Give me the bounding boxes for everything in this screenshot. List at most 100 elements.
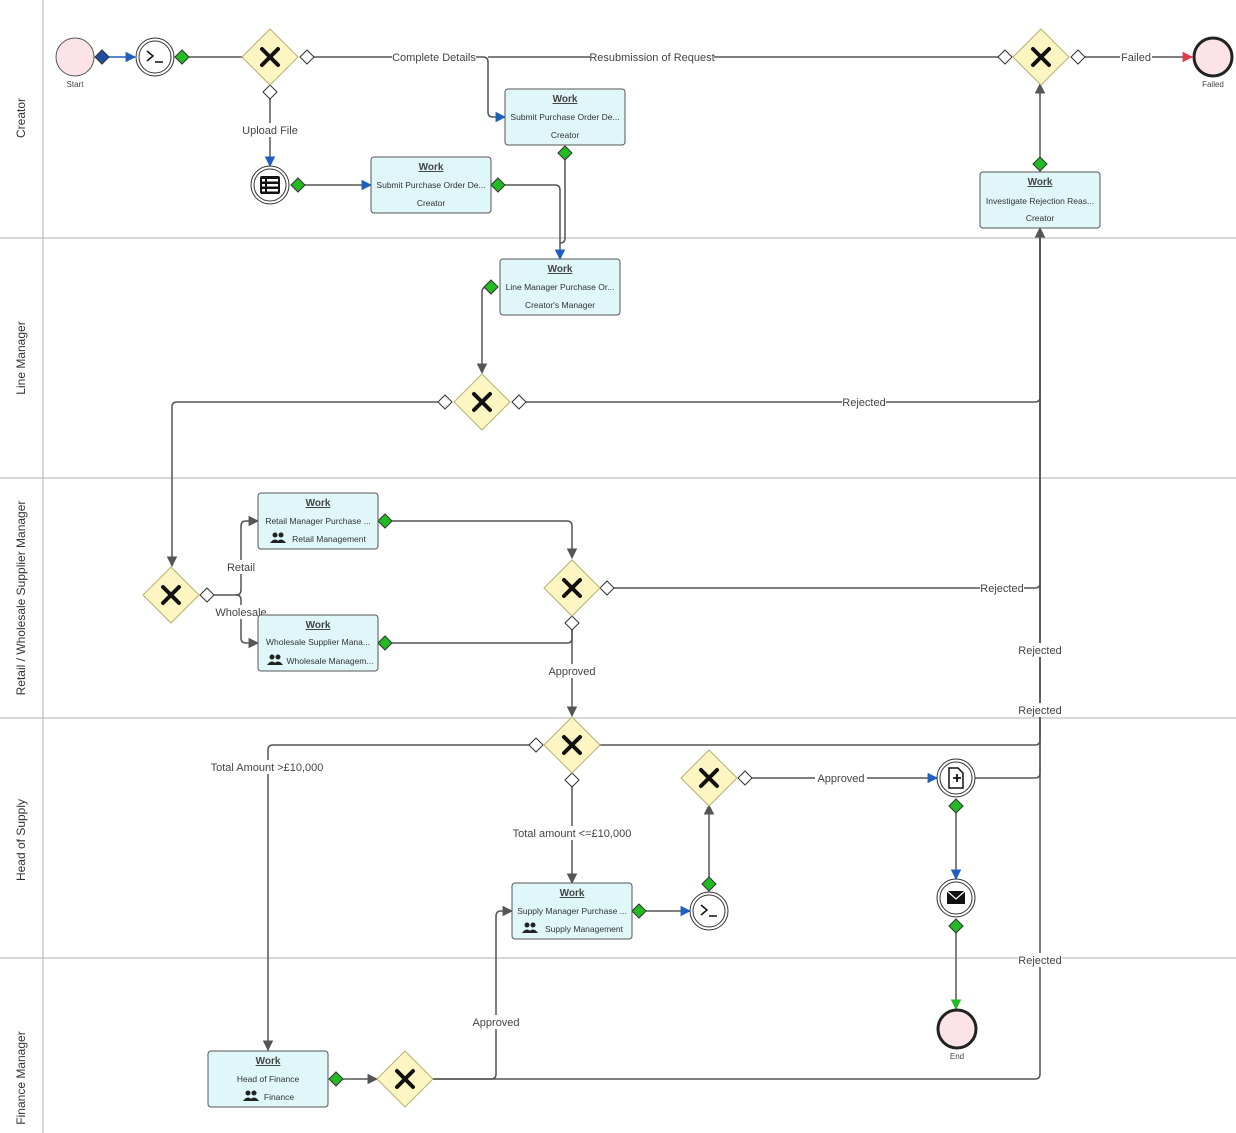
flow-finance-approved[interactable] bbox=[432, 905, 514, 1080]
events: Start Failed End bbox=[55, 36, 1234, 1061]
flow-total-gt[interactable] bbox=[262, 744, 530, 1052]
label-rejected-wholesale: Rejected bbox=[1018, 645, 1061, 657]
gateway-finance-decision[interactable] bbox=[376, 1050, 434, 1108]
flow-doc-to-rejected[interactable] bbox=[975, 228, 1041, 779]
flow-supply-rejected[interactable] bbox=[598, 228, 1041, 746]
lane-label-head-of-supply: Head of Supply bbox=[14, 799, 28, 881]
email-event-supply[interactable] bbox=[936, 878, 976, 918]
task-line-manager-review[interactable]: Work Line Manager Purchase Or... Creator… bbox=[499, 258, 621, 316]
flow-wholesale[interactable] bbox=[235, 594, 260, 649]
group-icon bbox=[267, 654, 283, 665]
label-rejected-retail: Rejected bbox=[980, 583, 1023, 595]
task-name: Wholesale Supplier Mana... bbox=[266, 637, 370, 647]
marker-form-out bbox=[290, 177, 306, 193]
marker-task1-out bbox=[557, 145, 573, 161]
terminal-icon bbox=[146, 50, 163, 63]
task-title: Work bbox=[306, 498, 331, 509]
gateway-amount[interactable] bbox=[543, 716, 601, 774]
flow-retail-rejected[interactable] bbox=[613, 228, 1041, 589]
failed-end-event[interactable]: Failed bbox=[1192, 36, 1234, 89]
flow-line-to-gateway[interactable] bbox=[476, 286, 488, 375]
marker-doc-out bbox=[948, 798, 964, 814]
end-event[interactable]: End bbox=[936, 1008, 978, 1061]
marker-supply-out bbox=[631, 903, 647, 919]
marker-gw2-right bbox=[511, 394, 527, 410]
x-icon bbox=[699, 768, 719, 788]
gateways bbox=[142, 28, 1070, 1108]
task-submit-po-details-2[interactable]: Work Submit Purchase Order De... Creator bbox=[370, 156, 492, 214]
gateway-retail-wholesale[interactable] bbox=[142, 566, 200, 624]
envelope-icon bbox=[946, 890, 966, 904]
lane-label-finance-manager: Finance Manager bbox=[14, 1031, 28, 1124]
flow-wholesale-to-gateway[interactable] bbox=[392, 622, 573, 644]
flow-task2-to-line[interactable] bbox=[505, 184, 566, 261]
edge-labels: Complete Details Resubmission of Request… bbox=[208, 50, 1152, 1029]
flow-task1-to-line[interactable] bbox=[559, 159, 566, 244]
task-title: Work bbox=[419, 162, 444, 173]
marker-line-out bbox=[483, 279, 499, 295]
script-event-creator[interactable] bbox=[135, 37, 175, 77]
label-rejected-line: Rejected bbox=[842, 397, 885, 409]
x-icon bbox=[472, 392, 492, 412]
task-wholesale-manager[interactable]: Work Wholesale Supplier Mana... Wholesal… bbox=[257, 614, 379, 672]
task-investigate-rejection[interactable]: Work Investigate Rejection Reas... Creat… bbox=[979, 171, 1101, 229]
gateway-creator[interactable] bbox=[241, 28, 299, 86]
task-role: Retail Management bbox=[292, 534, 366, 544]
group-icon bbox=[270, 532, 286, 543]
task-name: Line Manager Purchase Or... bbox=[506, 282, 615, 292]
marker-email-out bbox=[948, 918, 964, 934]
gateway-resubmission[interactable] bbox=[1012, 28, 1070, 86]
x-icon bbox=[395, 1069, 415, 1089]
task-title: Work bbox=[256, 1056, 281, 1067]
gateway-line-manager[interactable] bbox=[453, 373, 511, 431]
start-event[interactable]: Start bbox=[55, 37, 95, 89]
marker-task2-out bbox=[490, 177, 506, 193]
task-name: Supply Manager Purchase ... bbox=[517, 906, 627, 916]
flow-finance-rejected[interactable] bbox=[432, 228, 1041, 1080]
terminal-icon bbox=[700, 904, 717, 917]
marker-gw-failed-left bbox=[997, 49, 1013, 65]
flow-retail-to-gateway[interactable] bbox=[392, 520, 578, 560]
lane-label-retail-wholesale: Retail / Wholesale Supplier Manager bbox=[14, 501, 28, 696]
task-title: Work bbox=[1028, 177, 1053, 188]
connector-markers bbox=[94, 49, 1086, 1087]
task-role: Creator bbox=[551, 130, 580, 140]
label-total-le: Total amount <=£10,000 bbox=[513, 828, 632, 840]
label-wholesale: Wholesale bbox=[215, 607, 266, 619]
gateway-retail-decision[interactable] bbox=[543, 559, 601, 617]
task-role: Creator's Manager bbox=[525, 300, 595, 310]
marker-gw6-right bbox=[737, 770, 753, 786]
label-resubmission: Resubmission of Request bbox=[589, 52, 714, 64]
document-event-supply[interactable] bbox=[936, 758, 976, 798]
marker-gw5-left bbox=[528, 737, 544, 753]
flow-retail[interactable] bbox=[214, 515, 260, 596]
marker-gw1-right bbox=[299, 49, 315, 65]
script-event-supply[interactable] bbox=[689, 891, 729, 931]
task-head-of-finance[interactable]: Work Head of Finance Finance bbox=[207, 1050, 329, 1108]
task-supply-manager[interactable]: Work Supply Manager Purchase ... Supply … bbox=[511, 882, 633, 940]
label-approved-retail: Approved bbox=[548, 666, 595, 678]
task-name: Head of Finance bbox=[237, 1074, 300, 1084]
flow-line-approved[interactable] bbox=[166, 401, 439, 568]
form-list-icon bbox=[260, 176, 280, 194]
task-submit-po-details-1[interactable]: Work Submit Purchase Order De... Creator bbox=[504, 88, 626, 146]
gateway-supply-decision[interactable] bbox=[680, 749, 738, 807]
marker-gw-failed-right bbox=[1070, 49, 1086, 65]
task-retail-manager[interactable]: Work Retail Manager Purchase ... Retail … bbox=[257, 492, 379, 550]
marker-gw4-right bbox=[599, 580, 615, 596]
label-total-gt: Total Amount >£10,000 bbox=[211, 762, 324, 774]
task-name: Investigate Rejection Reas... bbox=[986, 196, 1094, 206]
task-role: Supply Management bbox=[545, 924, 624, 934]
group-icon bbox=[522, 922, 538, 933]
form-event-creator[interactable] bbox=[250, 165, 290, 205]
label-rejected-supply: Rejected bbox=[1018, 705, 1061, 717]
document-add-icon bbox=[948, 767, 964, 789]
task-role: Finance bbox=[264, 1092, 295, 1102]
x-icon bbox=[562, 578, 582, 598]
task-title: Work bbox=[560, 888, 585, 899]
task-title: Work bbox=[553, 94, 578, 105]
label-approved-finance: Approved bbox=[472, 1017, 519, 1029]
flow-complete-details[interactable] bbox=[306, 56, 507, 123]
